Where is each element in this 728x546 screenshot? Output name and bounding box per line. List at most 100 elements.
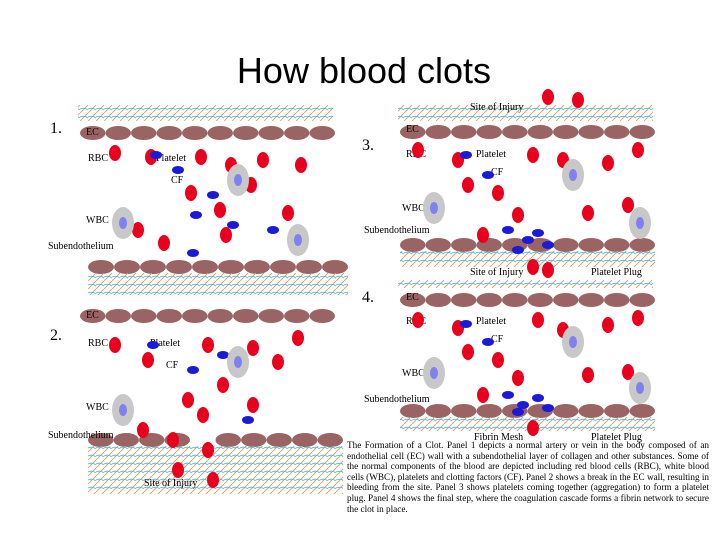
red-blood-cell: [512, 207, 524, 223]
red-blood-cell: [167, 432, 179, 448]
red-blood-cell: [109, 145, 121, 161]
endothelial-cell: [425, 293, 451, 307]
red-blood-cell: [412, 312, 424, 328]
white-blood-cell-nucleus: [569, 336, 577, 348]
red-blood-cell: [214, 202, 226, 218]
platelet: [460, 151, 472, 159]
endothelial-cell: [156, 126, 182, 140]
endothelial-cell: [604, 293, 630, 307]
label-cf: CF: [491, 167, 504, 178]
endothelial-cell: [241, 433, 267, 447]
endothelial-cell: [578, 125, 604, 139]
label-platelet: Platelet: [476, 316, 506, 327]
platelet: [532, 394, 544, 402]
collagen-layer-bottom: [400, 251, 655, 267]
label-wbc: WBC: [402, 368, 425, 379]
red-blood-cell: [202, 442, 214, 458]
label-subendothelium: Subendothelium: [364, 394, 430, 405]
label-site-of-injury: Site of Injury: [144, 478, 197, 489]
platelet: [482, 171, 494, 179]
endothelial-cell: [553, 125, 579, 139]
endothelial-cell: [604, 125, 630, 139]
red-blood-cell: [207, 472, 219, 488]
label-ec: EC: [406, 292, 419, 303]
endothelial-cell: [258, 309, 284, 323]
endothelial-cell: [88, 260, 114, 274]
platelet: [227, 221, 239, 229]
label-site-of-injury: Site of Injury: [470, 267, 523, 278]
endothelial-cell: [476, 125, 502, 139]
endothelial-cell: [284, 309, 310, 323]
endothelial-cell: [270, 260, 296, 274]
endothelial-wall-top: [80, 309, 335, 323]
red-blood-cell: [195, 149, 207, 165]
red-blood-cell: [632, 310, 644, 326]
red-blood-cell: [142, 352, 154, 368]
label-subendothelium: Subendothelium: [48, 241, 114, 252]
label-wbc: WBC: [402, 203, 425, 214]
endothelial-cell: [451, 238, 477, 252]
red-blood-cell: [477, 387, 489, 403]
red-blood-cell: [272, 354, 284, 370]
red-blood-cell: [247, 397, 259, 413]
endothelial-cell: [131, 309, 157, 323]
endothelial-cell: [400, 125, 426, 139]
red-blood-cell: [137, 422, 149, 438]
endothelial-cell: [140, 260, 166, 274]
endothelial-cell: [105, 309, 131, 323]
endothelial-cell: [215, 433, 241, 447]
endothelial-cell: [400, 293, 426, 307]
endothelial-cell: [527, 125, 553, 139]
endothelial-cell: [578, 293, 604, 307]
red-blood-cell: [197, 407, 209, 423]
collagen-layer-bottom: [88, 273, 348, 295]
endothelial-cell: [182, 309, 208, 323]
endothelial-cell: [553, 404, 579, 418]
platelet: [532, 229, 544, 237]
endothelial-wall-bottom: [88, 260, 348, 274]
red-blood-cell: [462, 177, 474, 193]
endothelial-cell: [244, 260, 270, 274]
red-blood-cell: [412, 142, 424, 158]
endothelial-cell: [451, 125, 477, 139]
endothelial-cell: [233, 309, 259, 323]
red-blood-cell: [572, 92, 584, 108]
label-ec: EC: [86, 310, 99, 321]
endothelial-cell: [166, 260, 192, 274]
panel-4: 4. EC RBC Platelet CF WBC Subendothelium…: [362, 280, 655, 443]
label-platelet: Platelet: [476, 149, 506, 160]
red-blood-cell: [185, 185, 197, 201]
red-blood-cell: [542, 262, 554, 278]
platelet: [502, 391, 514, 399]
endothelial-wall-top: [80, 126, 335, 140]
red-blood-cell: [492, 352, 504, 368]
platelet: [150, 151, 162, 159]
label-subendothelium: Subendothelium: [48, 430, 114, 441]
endothelial-cell: [553, 293, 579, 307]
platelet: [512, 246, 524, 254]
collagen-layer-bottom: [400, 417, 655, 431]
label-fibrin-mesh: Fibrin Mesh: [474, 432, 523, 443]
endothelial-cell: [629, 238, 655, 252]
white-blood-cell-nucleus: [430, 202, 438, 214]
platelet: [522, 236, 534, 244]
label-cf: CF: [166, 360, 179, 371]
endothelial-wall-bottom: [88, 433, 343, 447]
red-blood-cell: [257, 152, 269, 168]
blood-cells: [412, 89, 651, 278]
label-platelet-plug: Platelet Plug: [591, 432, 642, 443]
red-blood-cell: [527, 420, 539, 436]
endothelial-wall-top: [400, 293, 655, 307]
endothelial-cell: [527, 293, 553, 307]
endothelial-cell: [317, 433, 343, 447]
red-blood-cell: [542, 89, 554, 105]
white-blood-cell-nucleus: [119, 404, 127, 416]
endothelial-cell: [309, 126, 335, 140]
white-blood-cell-nucleus: [119, 217, 127, 229]
red-blood-cell: [477, 227, 489, 243]
white-blood-cell-nucleus: [234, 356, 242, 368]
platelet: [190, 211, 202, 219]
white-blood-cell-nucleus: [430, 367, 438, 379]
panel-number: 2.: [50, 327, 62, 344]
